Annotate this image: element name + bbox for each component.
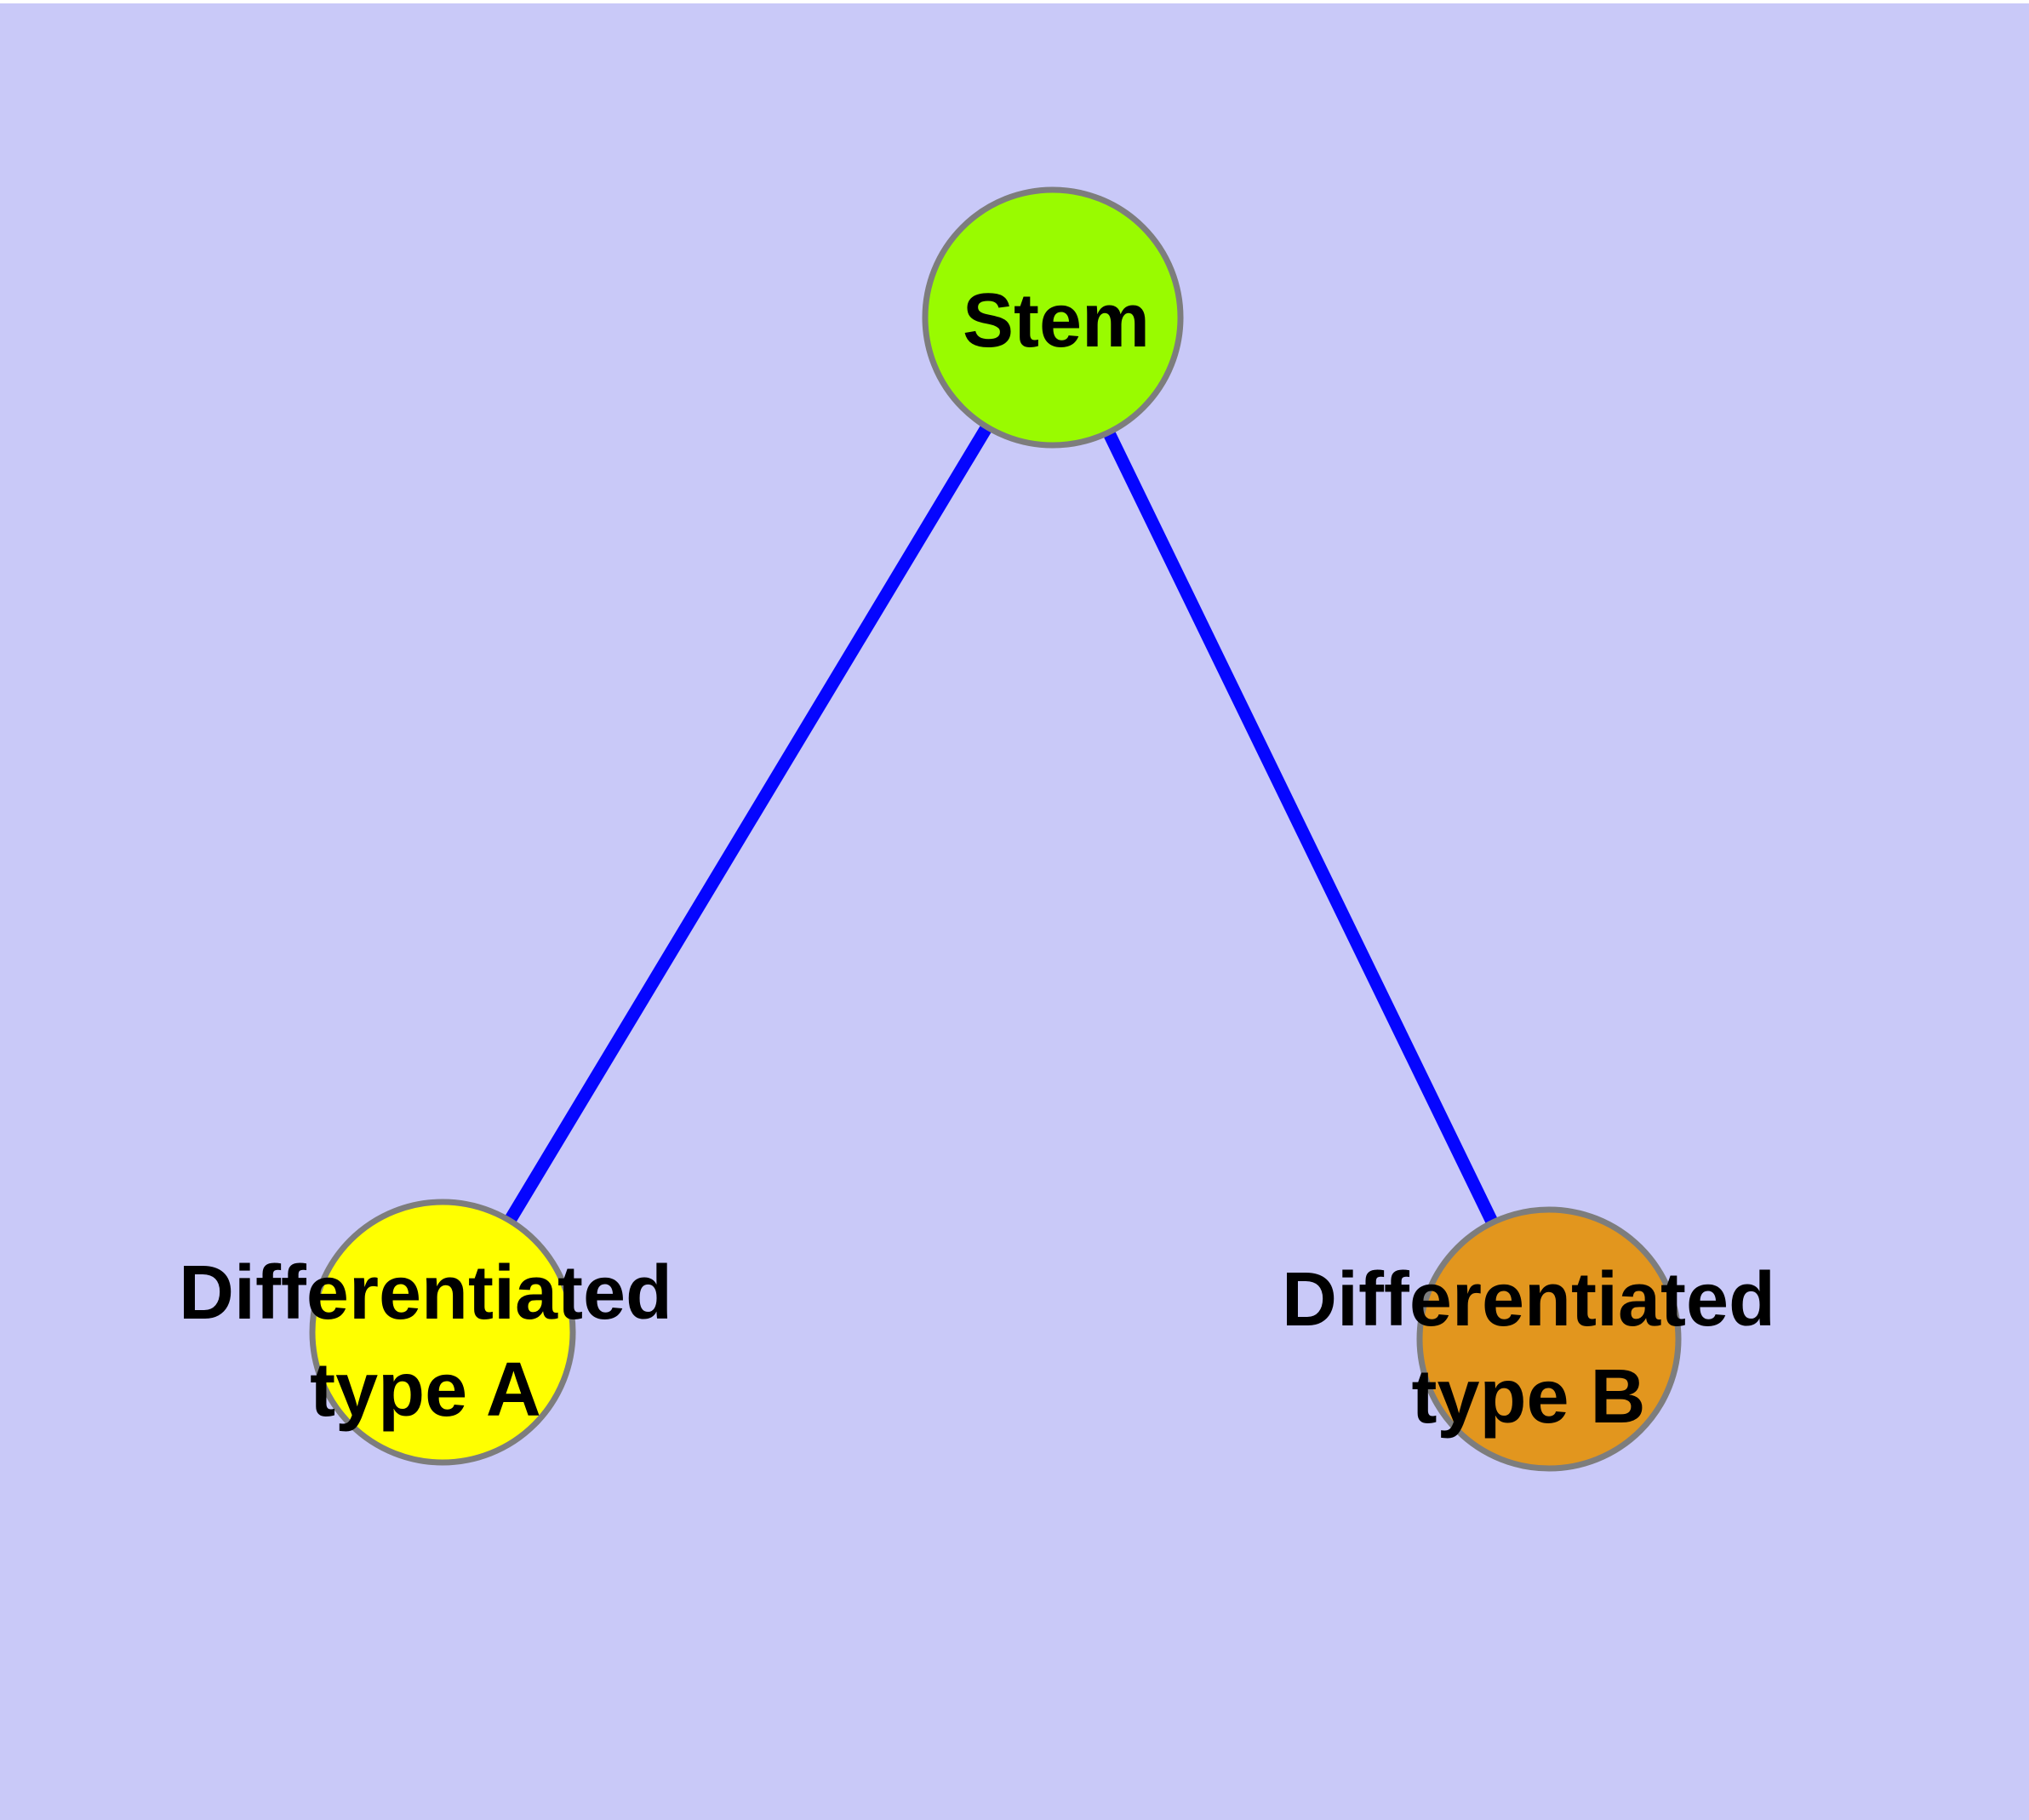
edge-stem-to-type-a <box>437 314 1059 1336</box>
node-differentiated-type-a <box>309 1199 576 1466</box>
top-strip <box>0 0 2029 3</box>
node-type-b-label-line1: Differentiated <box>1282 1257 1775 1342</box>
node-stem <box>922 186 1184 449</box>
node-differentiated-type-b <box>1416 1206 1682 1472</box>
node-type-a-label-line2: type A <box>310 1348 541 1433</box>
node-stem-label: Stem <box>963 278 1150 363</box>
node-type-b-label-line2: type B <box>1411 1354 1645 1439</box>
node-type-a-label-line1: Differentiated <box>179 1251 672 1336</box>
edge-stem-to-type-b <box>1047 314 1555 1342</box>
